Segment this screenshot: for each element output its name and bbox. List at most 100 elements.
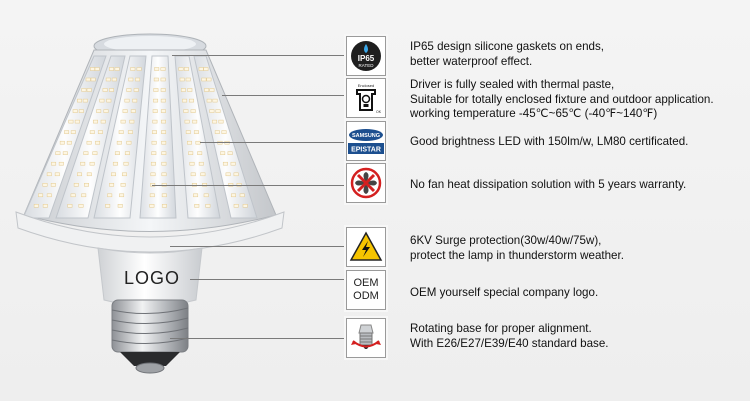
- led-chip: [92, 151, 98, 155]
- led-chip: [81, 88, 87, 92]
- led-chip: [93, 119, 98, 124]
- feature-text-led-brightness: Good brightness LED with 150lm/w, LM80 c…: [410, 135, 689, 148]
- led-chip: [117, 204, 123, 208]
- led-chip: [184, 119, 190, 124]
- led-chip: [187, 88, 193, 92]
- led-chip: [188, 151, 194, 155]
- led-chip: [130, 109, 136, 113]
- led-chip: [233, 204, 239, 208]
- led-chip: [189, 161, 195, 166]
- led-chip: [46, 172, 52, 177]
- led-chip: [178, 67, 184, 71]
- led-chip: [77, 98, 82, 103]
- led-chip: [78, 109, 84, 113]
- led-chip: [151, 151, 157, 155]
- callout-line-2: [222, 95, 346, 96]
- led-chip: [99, 98, 105, 103]
- led-chip: [94, 67, 100, 71]
- led-chip: [120, 183, 126, 187]
- led-chip: [153, 98, 159, 103]
- led-chip: [152, 130, 157, 134]
- svg-text:RATED: RATED: [359, 63, 375, 68]
- led-chip: [78, 204, 84, 208]
- led-chip: [153, 77, 159, 82]
- led-chip: [129, 119, 135, 124]
- oem-label: OEM: [353, 277, 379, 289]
- led-chip: [77, 172, 82, 177]
- led-chip: [72, 109, 78, 113]
- led-chip: [96, 109, 102, 113]
- feature-text-waterproof: IP65 design silicone gaskets on ends, be…: [410, 40, 604, 68]
- led-chip: [33, 204, 39, 208]
- led-chip: [161, 130, 167, 134]
- rotating-base-icon: [346, 318, 386, 358]
- led-chip: [105, 77, 111, 82]
- led-chip: [161, 183, 167, 187]
- led-chip: [160, 88, 166, 92]
- oem-odm-icon: OEM ODM: [346, 270, 386, 310]
- led-chip: [118, 130, 124, 134]
- led-chip: [215, 109, 221, 113]
- led-chip: [161, 172, 167, 177]
- led-chip: [161, 161, 167, 166]
- led-chip: [236, 183, 242, 187]
- led-chip: [128, 77, 134, 82]
- led-chip: [122, 172, 127, 177]
- led-chip: [209, 109, 215, 113]
- feature-text-sealed-driver: Driver is fully sealed with thermal past…: [410, 78, 714, 120]
- led-chip: [193, 130, 199, 134]
- led-chip: [89, 130, 95, 134]
- callout-line-1: [172, 55, 346, 56]
- led-chip: [50, 183, 56, 187]
- led-chip: [187, 140, 192, 145]
- led-chip: [160, 67, 166, 71]
- led-chip: [225, 172, 231, 177]
- led-chip: [103, 109, 109, 113]
- led-chip: [58, 161, 64, 166]
- svg-text:OK: OK: [376, 110, 382, 114]
- led-chip: [122, 109, 128, 113]
- led-chip: [55, 151, 61, 155]
- led-chip: [206, 77, 212, 82]
- led-chip: [97, 130, 103, 134]
- led-chip: [64, 130, 70, 134]
- led-chip: [182, 98, 188, 103]
- feature-text-rotating-base: Rotating base for proper alignment. With…: [410, 322, 609, 350]
- led-chip: [102, 88, 108, 92]
- led-strip: [193, 55, 258, 219]
- led-chip: [154, 67, 160, 71]
- led-chip: [190, 172, 196, 177]
- led-chip: [67, 204, 73, 208]
- led-chip: [161, 151, 167, 155]
- led-chip: [46, 193, 52, 198]
- led-chip: [227, 151, 233, 155]
- led-chip: [228, 183, 234, 187]
- led-chip: [185, 77, 191, 82]
- led-chip: [150, 172, 156, 177]
- led-chip: [222, 161, 228, 166]
- led-chip: [109, 88, 114, 92]
- led-chip: [179, 77, 185, 82]
- led-chip: [239, 193, 245, 198]
- led-strip: [93, 55, 147, 219]
- led-chip: [203, 67, 209, 71]
- led-chip: [124, 98, 130, 103]
- svg-text:Enclosed: Enclosed: [358, 83, 374, 88]
- led-chip: [126, 140, 132, 145]
- led-strip: [174, 55, 221, 219]
- logo-placeholder-text: LOGO: [124, 268, 181, 288]
- led-chip: [192, 119, 198, 124]
- led-chip: [161, 193, 167, 198]
- led-chip: [194, 204, 200, 208]
- callout-line-6: [190, 279, 346, 280]
- odm-label: ODM: [353, 290, 379, 302]
- led-chip: [116, 140, 122, 145]
- led-chip: [68, 119, 74, 124]
- svg-text:EPISTAR: EPISTAR: [351, 147, 381, 154]
- callout-line-3: [200, 142, 346, 143]
- led-chip: [233, 172, 239, 177]
- led-chip: [149, 204, 155, 208]
- led-chip: [135, 77, 141, 82]
- led-chip: [136, 67, 142, 71]
- led-chip: [123, 161, 129, 166]
